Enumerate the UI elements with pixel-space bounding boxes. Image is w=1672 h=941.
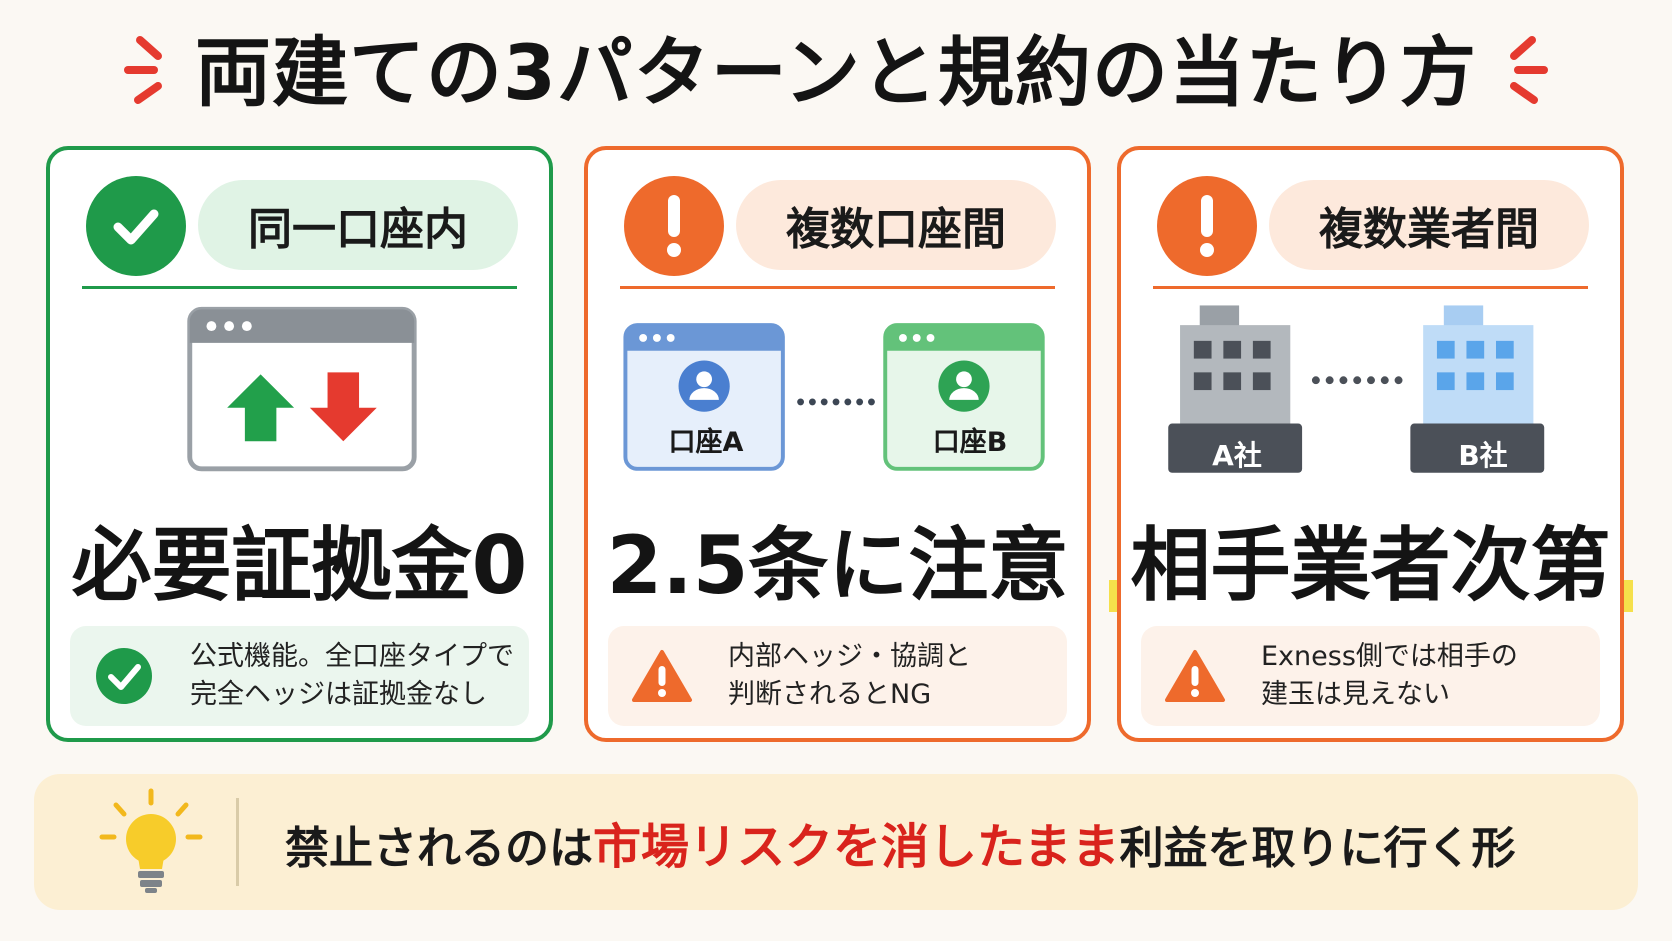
banner-divider: [236, 798, 239, 886]
headline-area: 必要証拠金0: [49, 502, 550, 612]
card-header: 同一口座内: [198, 180, 518, 270]
headline-area: 2.5条に注意: [584, 502, 1091, 612]
headline: 相手業者次第: [1130, 519, 1611, 612]
banner-text: 禁止されるのは市場リスクを消したまま利益を取りに行く形: [285, 807, 1516, 877]
note-box: 内部ヘッジ・協調と 判断されるとNG: [608, 626, 1067, 726]
lightbulb-icon: [99, 788, 203, 893]
bottom-banner: 禁止されるのは市場リスクを消したまま利益を取りに行く形: [34, 774, 1638, 910]
card-header: 複数口座間: [736, 180, 1056, 270]
note-line: 判断されるとNG: [728, 679, 932, 710]
divider: [620, 286, 1055, 289]
exclamation-circle-icon: [1157, 176, 1257, 276]
banner-highlight: 市場リスクを消したまま: [593, 819, 1120, 875]
note-text: Exness側では相手の 建玉は見えない: [1261, 638, 1518, 714]
note-line: 内部ヘッジ・協調と: [728, 641, 971, 672]
page-title: 両建ての3パターンと規約の当たり方: [194, 28, 1478, 117]
note-line: 完全ヘッジは証拠金なし: [190, 679, 487, 710]
card-multi-broker: 複数業者間 A社 B社 相手業者次第 Exness側では相手の 建玉は見えない: [1108, 146, 1633, 742]
card-same-account: 同一口座内 必要証拠金0 公式機能。全口座タイプで 完全ヘッジは証拠金なし: [46, 146, 553, 742]
title-area: 両建ての3パターンと規約の当たり方: [0, 18, 1672, 128]
warning-triangle-icon: [1163, 644, 1227, 708]
banner-prefix: 禁止されるのは: [285, 823, 593, 874]
burst-right-icon: [1510, 36, 1548, 104]
note-text: 内部ヘッジ・協調と 判断されるとNG: [728, 638, 971, 714]
note-box: 公式機能。全口座タイプで 完全ヘッジは証拠金なし: [70, 626, 529, 726]
note-box: Exness側では相手の 建玉は見えない: [1141, 626, 1600, 726]
exclamation-circle-icon: [624, 176, 724, 276]
headline: 必要証拠金0: [71, 519, 528, 612]
check-icon: [92, 644, 156, 708]
account-a-label: 口座A: [668, 427, 744, 458]
note-text: 公式機能。全口座タイプで 完全ヘッジは証拠金なし: [190, 638, 514, 714]
account-b-label: 口座B: [932, 427, 1008, 458]
headline: 2.5条に注意: [606, 519, 1069, 612]
note-line: Exness側では相手の: [1261, 641, 1518, 672]
divider: [1153, 286, 1588, 289]
burst-left-icon: [124, 36, 162, 104]
company-a-label: A社: [1212, 439, 1262, 472]
check-circle-icon: [86, 176, 186, 276]
two-accounts-illustration: [623, 323, 1045, 471]
card-multi-account: 複数口座間 口座A 口座B 2.5条に注意 内部ヘッジ・協調と 判断されるとNG: [584, 146, 1091, 742]
divider: [82, 286, 517, 289]
note-line: 公式機能。全口座タイプで: [190, 641, 514, 672]
two-buildings-illustration: [1168, 305, 1545, 473]
company-b-label: B社: [1458, 439, 1508, 472]
warning-triangle-icon: [630, 644, 694, 708]
headline-area: 相手業者次第: [1108, 502, 1633, 612]
card-header: 複数業者間: [1269, 180, 1589, 270]
banner-suffix: 利益を取りに行く形: [1119, 823, 1516, 874]
note-line: 建玉は見えない: [1261, 679, 1450, 710]
trading-window-illustration: [187, 306, 417, 472]
